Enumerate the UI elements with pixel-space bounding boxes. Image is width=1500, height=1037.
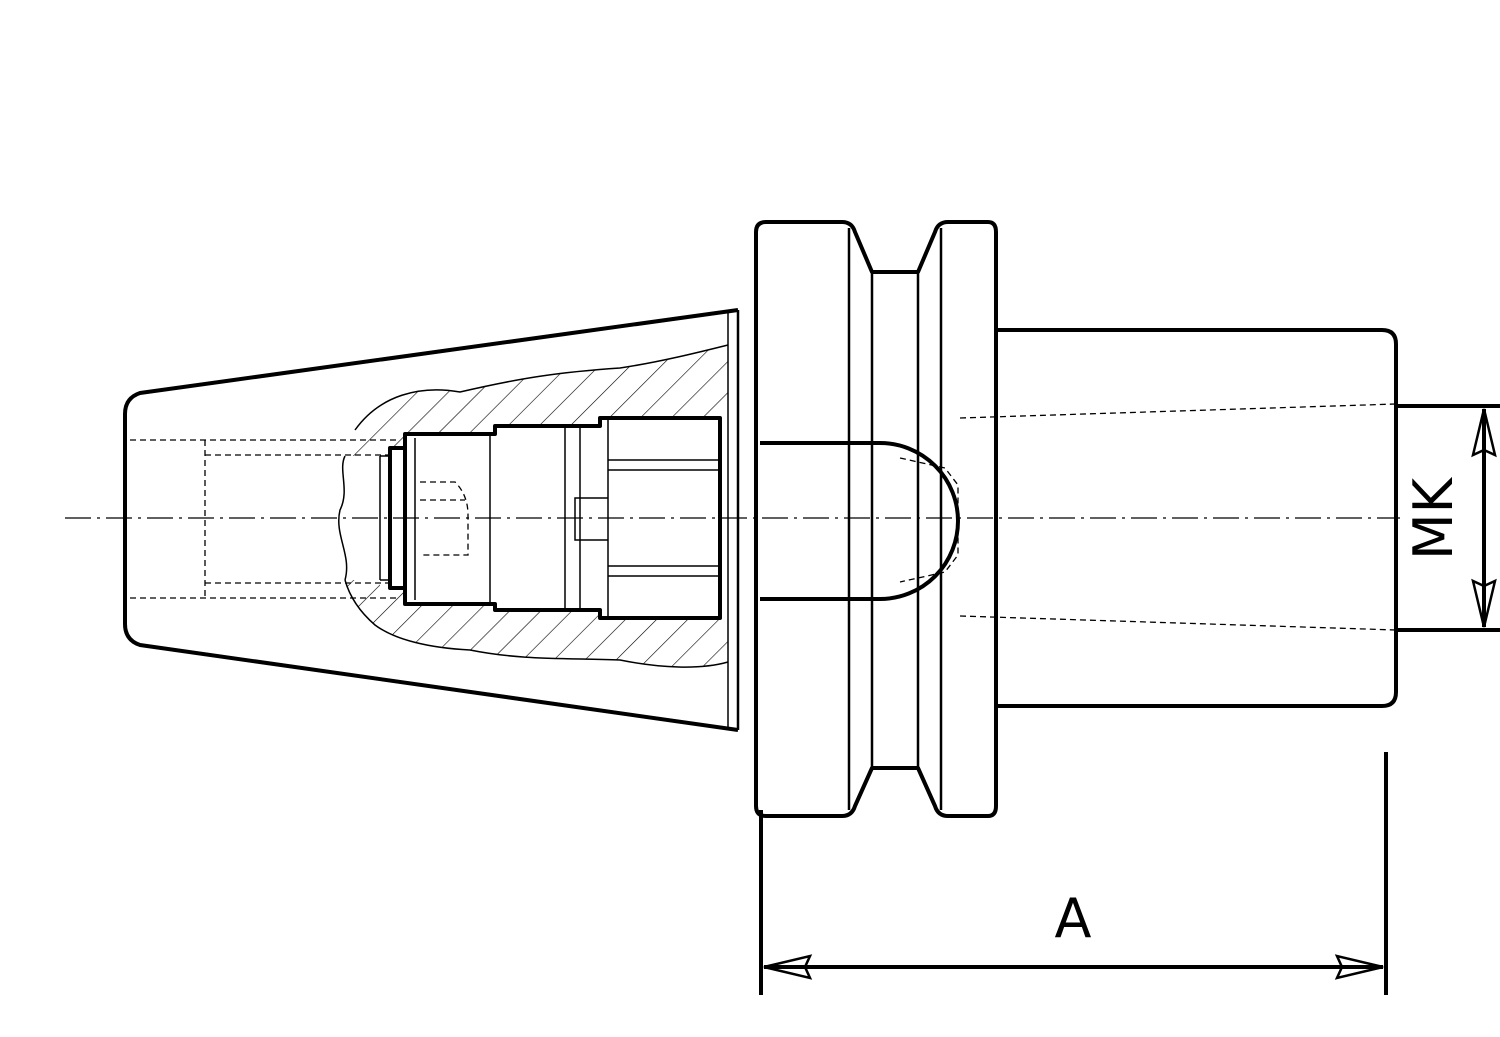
dimension-mk — [1398, 404, 1500, 632]
section-hatching — [338, 344, 729, 668]
dimension-a-label: A — [1055, 887, 1092, 950]
dimension-mk-label: MK — [1402, 476, 1465, 560]
dimension-a — [759, 752, 1388, 995]
pull-stud — [760, 441, 960, 601]
hidden-lines-taper — [130, 439, 469, 599]
flange — [754, 220, 998, 818]
